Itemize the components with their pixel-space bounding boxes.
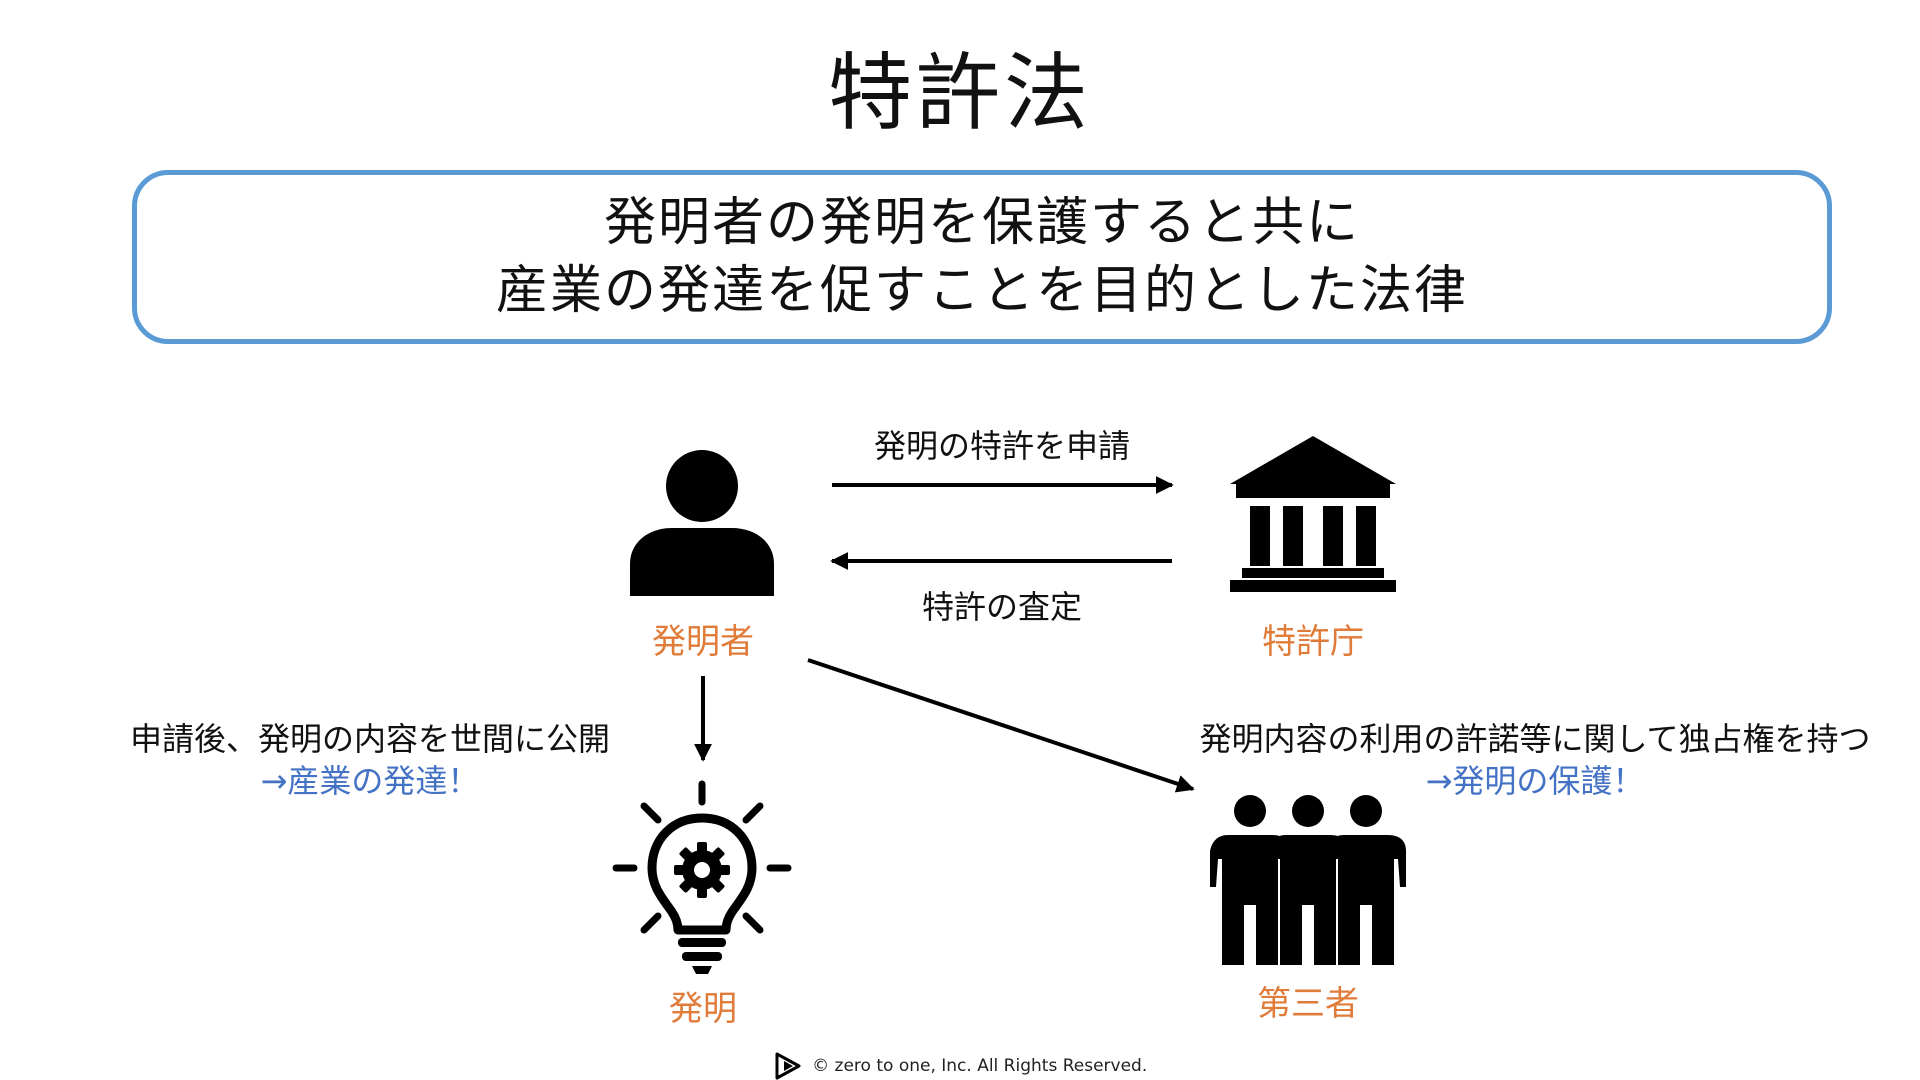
page-title: 特許法 <box>827 44 1092 142</box>
publication-note: 申請後、発明の内容を世間に公開 →産業の発達！ <box>90 718 650 802</box>
purpose-line-2: 産業の発達を促すことを目的とした法律 <box>495 261 1468 321</box>
exclusive-right-note: 発明内容の利用の許諾等に関して独占権を持つ →発明の保護！ <box>1150 718 1920 802</box>
apply-arrow-label: 発明の特許を申請 <box>873 427 1130 465</box>
lightbulb-gear-icon <box>612 780 792 974</box>
purpose-line-1: 発明者の発明を保護すると共に <box>603 193 1360 253</box>
third-party-label: 第三者 <box>1257 984 1359 1024</box>
invention-label: 発明 <box>669 989 737 1029</box>
footer: © zero to one, Inc. All Rights Reserved. <box>0 1052 1920 1080</box>
patent-office-label: 特許庁 <box>1262 622 1364 662</box>
publication-note-text: 申請後、発明の内容を世間に公開 <box>129 720 610 758</box>
examine-arrow-label: 特許の査定 <box>921 588 1082 626</box>
copyright-text: © zero to one, Inc. All Rights Reserved. <box>812 1056 1148 1076</box>
government-building-icon <box>1230 436 1396 592</box>
purpose-box: 発明者の発明を保護すると共に 産業の発達を促すことを目的とした法律 <box>132 170 1832 344</box>
exclusive-right-note-result: →発明の保護！ <box>1425 762 1645 800</box>
inventor-label: 発明者 <box>652 622 754 662</box>
exclusive-right-note-text: 発明内容の利用の許諾等に関して独占権を持つ <box>1199 720 1871 758</box>
group-of-people-icon <box>1210 795 1406 965</box>
publication-note-result: →産業の発達！ <box>260 762 480 800</box>
play-logo-icon <box>775 1052 801 1080</box>
person-icon <box>630 450 774 596</box>
right-arrow <box>807 658 1195 793</box>
